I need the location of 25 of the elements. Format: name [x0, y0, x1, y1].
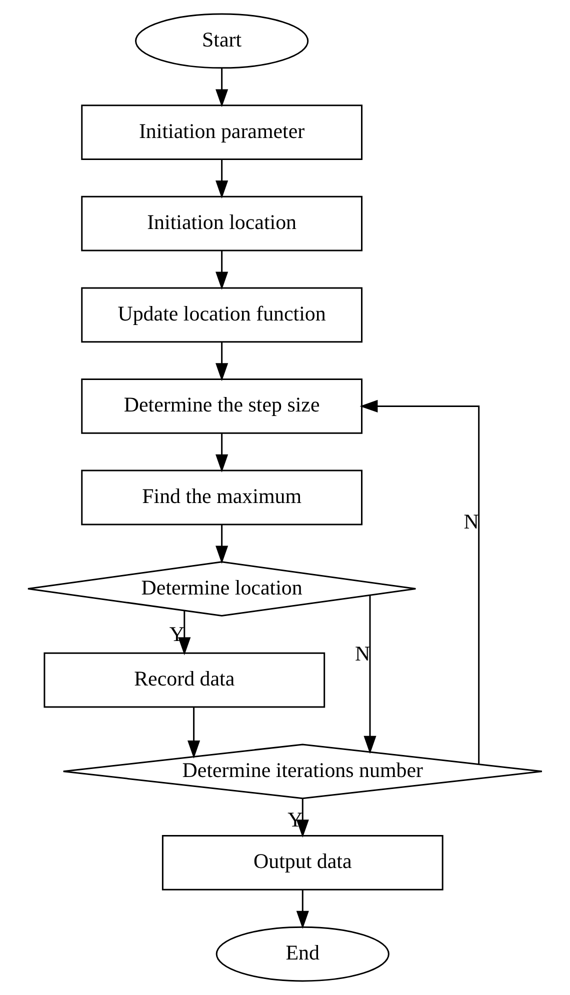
- node-box: Output data: [162, 835, 444, 890]
- node-box: Initiation parameter: [81, 104, 362, 160]
- arrow: [364, 595, 376, 754]
- node-diamond: Determine iterations number: [62, 744, 543, 800]
- arrow: [216, 68, 228, 108]
- arrow: [296, 798, 309, 838]
- arrow: [188, 708, 200, 758]
- edge-label: Y: [288, 807, 303, 832]
- arrow: [360, 400, 480, 764]
- edge-label: N: [354, 641, 370, 666]
- arrow: [216, 250, 228, 290]
- node-box: Initiation location: [81, 196, 362, 252]
- node-box: Record data: [44, 652, 326, 708]
- node-box: Update location function: [81, 287, 362, 343]
- arrow: [296, 890, 309, 929]
- arrow: [216, 342, 228, 382]
- arrow: [216, 434, 228, 472]
- node-box: Find the maximum: [81, 470, 362, 526]
- node-ellipse: End: [216, 926, 390, 982]
- node-ellipse: Start: [135, 13, 309, 69]
- node-diamond: Determine location: [27, 561, 416, 616]
- node-box: Determine the step size: [81, 378, 362, 434]
- arrow: [216, 160, 228, 198]
- arrow: [216, 524, 228, 564]
- arrow: [178, 610, 191, 656]
